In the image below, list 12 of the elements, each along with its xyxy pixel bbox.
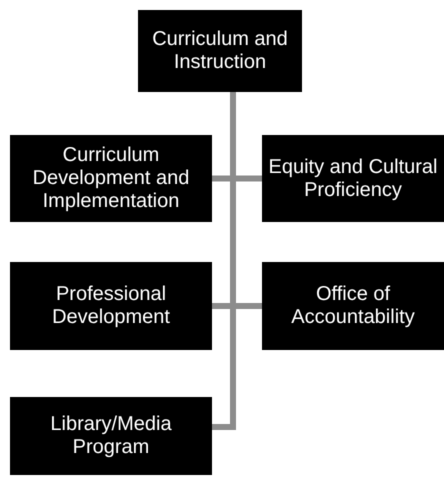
unit-name: Equity and Cultural Proficiency	[268, 156, 438, 202]
org-unit-box	[10, 135, 212, 222]
org-unit-box	[138, 10, 302, 92]
org-unit-box	[10, 397, 212, 475]
unit-name: Library/Media Program	[49, 413, 173, 459]
org-unit-box	[10, 262, 212, 350]
unit-name: Office of Accountability	[290, 283, 416, 329]
unit-name: Curriculum Development and Implementation	[32, 144, 190, 213]
org-unit-box	[262, 262, 444, 350]
unit-name: Professional Development	[51, 283, 171, 329]
org-unit-box	[262, 135, 444, 222]
unit-name: Curriculum and Instruction	[151, 28, 289, 74]
